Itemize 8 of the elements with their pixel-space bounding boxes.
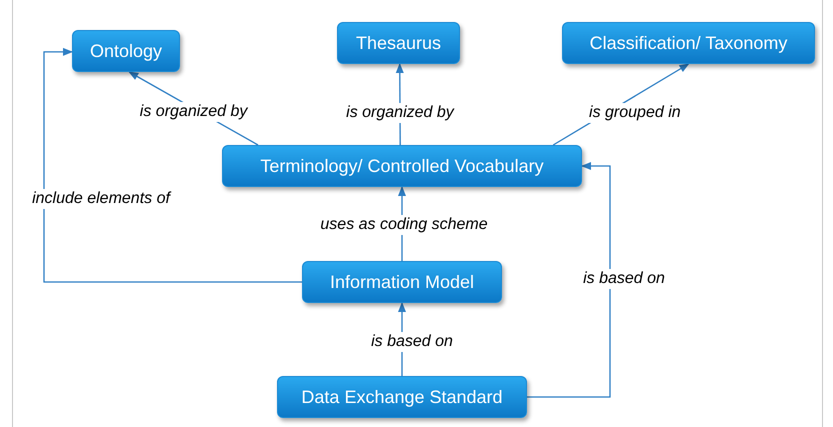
concept-box: Thesaurus bbox=[337, 22, 460, 64]
concept-box: Classification/ Taxonomy bbox=[562, 22, 815, 64]
concept-box: Data Exchange Standard bbox=[277, 376, 527, 418]
concept-box: Information Model bbox=[302, 261, 502, 303]
concept-box: Ontology bbox=[72, 30, 180, 72]
arrow bbox=[527, 162, 611, 398]
concept-box: Terminology/ Controlled Vocabulary bbox=[222, 145, 582, 187]
arrow bbox=[43, 48, 302, 283]
